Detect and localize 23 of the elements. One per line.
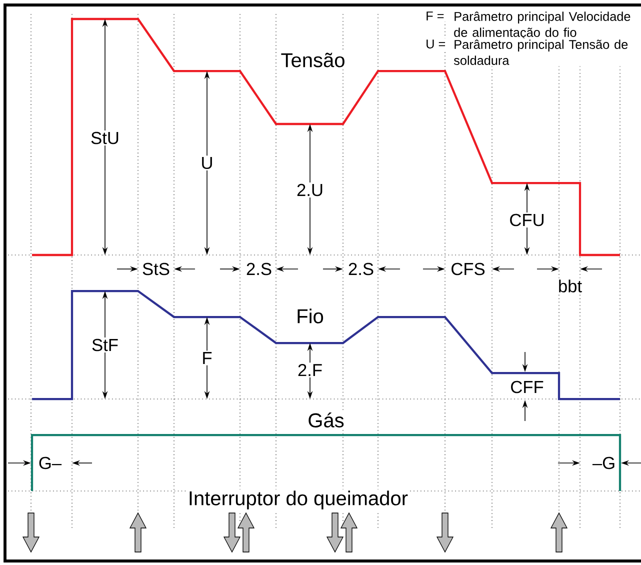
dimension-label: G–: [37, 456, 63, 470]
dimension-label: CFU: [508, 212, 546, 228]
dimension-label: StS: [140, 262, 172, 276]
dimension-label: CFF: [508, 380, 546, 394]
dimension-label: StU: [89, 130, 121, 146]
curve-label: Interruptor do queimador: [186, 489, 410, 511]
dimension-label: 2.U: [295, 182, 325, 198]
dimension-label: 2.S: [346, 262, 376, 276]
dimension-label: bbt: [556, 278, 584, 294]
legend-text: Parâmetro principal Velocidade de alimentação do fio: [452, 10, 639, 41]
dimension-label: StF: [90, 338, 120, 352]
dimension-label: 2.F: [296, 362, 324, 378]
legend-text: Parâmetro principal Tensão de soldadura: [452, 38, 639, 66]
curve-label: Tensão: [279, 51, 347, 69]
legend-text: U =: [424, 38, 447, 50]
dimension-label: –G: [591, 456, 617, 470]
dimension-label: CFS: [449, 262, 487, 276]
dimension-label: 2.S: [244, 262, 274, 276]
dimension-label: F: [200, 350, 214, 366]
legend-text: F =: [424, 10, 446, 22]
curve-label: Gás: [306, 411, 346, 429]
dimension-label: U: [199, 156, 215, 170]
curve-label: Fio: [294, 307, 326, 325]
